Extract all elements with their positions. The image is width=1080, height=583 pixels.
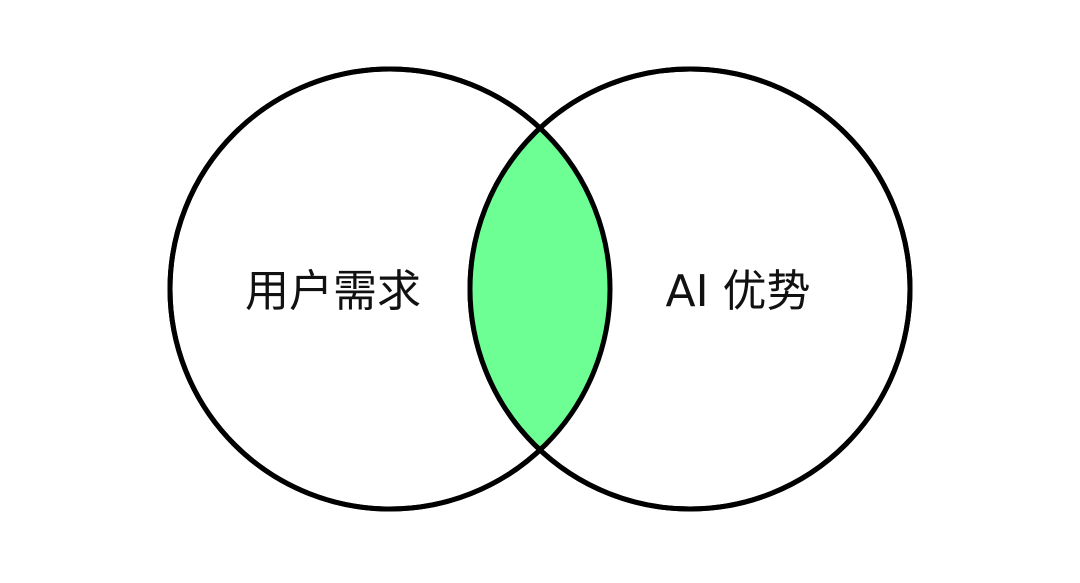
label-user-needs: 用户需求 [245,266,421,317]
circle-user-needs-outline [167,66,613,512]
label-ai-advantages: AI 优势 [665,266,810,317]
circle-ai-advantages-outline [467,66,913,512]
